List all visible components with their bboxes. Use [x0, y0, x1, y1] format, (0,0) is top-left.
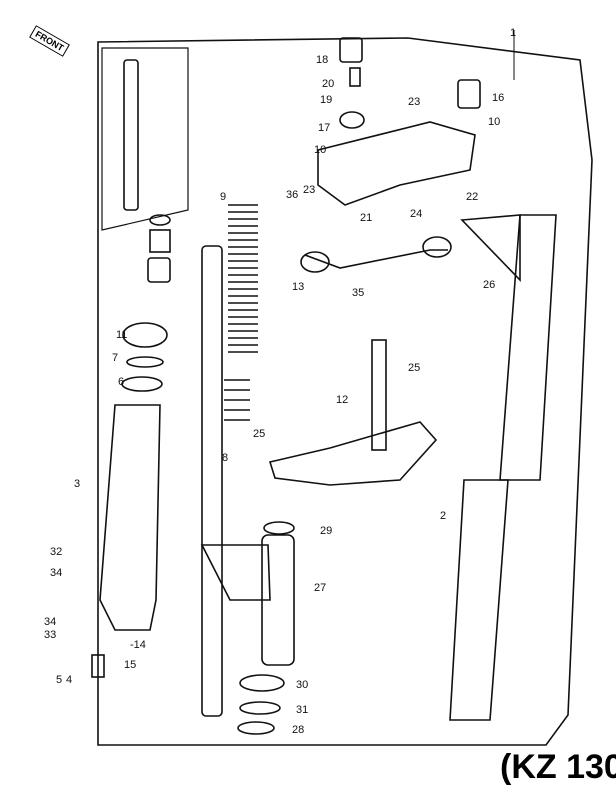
- steering-stem: [371, 339, 387, 451]
- callout-7: 7: [112, 352, 119, 364]
- callout-14: -14: [130, 639, 146, 651]
- callout-36: 36: [286, 189, 299, 201]
- callout-15: 15: [124, 659, 137, 671]
- callout-8: 8: [222, 452, 229, 464]
- callout-5: 5: [56, 674, 63, 686]
- model-label: (KZ 130: [500, 748, 616, 786]
- callout-34: 34: [50, 567, 63, 579]
- left-outer-tube: [99, 404, 161, 631]
- right-outer-tube: [449, 479, 509, 721]
- callout-32: 32: [50, 546, 63, 558]
- cap-18: [339, 37, 363, 63]
- callout-23: 23: [408, 96, 421, 108]
- lower-bracket: [268, 421, 438, 486]
- fork-spring: [224, 204, 258, 421]
- callout-10b: 10: [314, 144, 327, 156]
- brake-hose: [304, 249, 448, 269]
- callout-10: 10: [488, 116, 501, 128]
- callout-22: 22: [466, 191, 479, 203]
- callout-35: 35: [352, 287, 365, 299]
- callout-12: 12: [336, 394, 349, 406]
- callout-28: 28: [292, 724, 305, 736]
- callout-25: 25: [408, 362, 421, 374]
- callout-18: 18: [316, 54, 329, 66]
- callout-1: 1: [510, 27, 517, 39]
- callout-2: 2: [440, 510, 447, 522]
- inset-box: [101, 47, 189, 231]
- right-fork-tube: [499, 214, 557, 481]
- upper-bracket: [317, 121, 476, 206]
- headlight-bracket-left: [200, 544, 271, 601]
- callout-26: 26: [483, 279, 496, 291]
- inner-fork-tube: [201, 245, 223, 717]
- callout-19: 19: [320, 94, 333, 106]
- callout-21: 21: [360, 212, 373, 224]
- callout-17: 17: [318, 122, 331, 134]
- callout-16: 16: [492, 92, 505, 104]
- callout-25b: 25: [253, 428, 266, 440]
- headlight-bracket-right: [460, 214, 521, 282]
- diagram-frame: [97, 37, 593, 746]
- callout-29: 29: [320, 525, 333, 537]
- callout-30: 30: [296, 679, 309, 691]
- callout-9: 9: [220, 191, 227, 203]
- callout-27: 27: [314, 582, 327, 594]
- callout-13: 13: [292, 281, 305, 293]
- callout-6: 6: [118, 376, 125, 388]
- callout-20: 20: [322, 78, 335, 90]
- callout-34b: 34: [44, 616, 57, 628]
- callout-33: 33: [44, 629, 57, 641]
- callout-4: 4: [66, 674, 73, 686]
- lower-tube-27: [261, 534, 295, 666]
- callout-24: 24: [410, 208, 423, 220]
- callout-11: 11: [116, 329, 128, 341]
- callout-23b: 23: [303, 184, 316, 196]
- callout-3: 3: [74, 478, 81, 490]
- callout-31: 31: [296, 704, 309, 716]
